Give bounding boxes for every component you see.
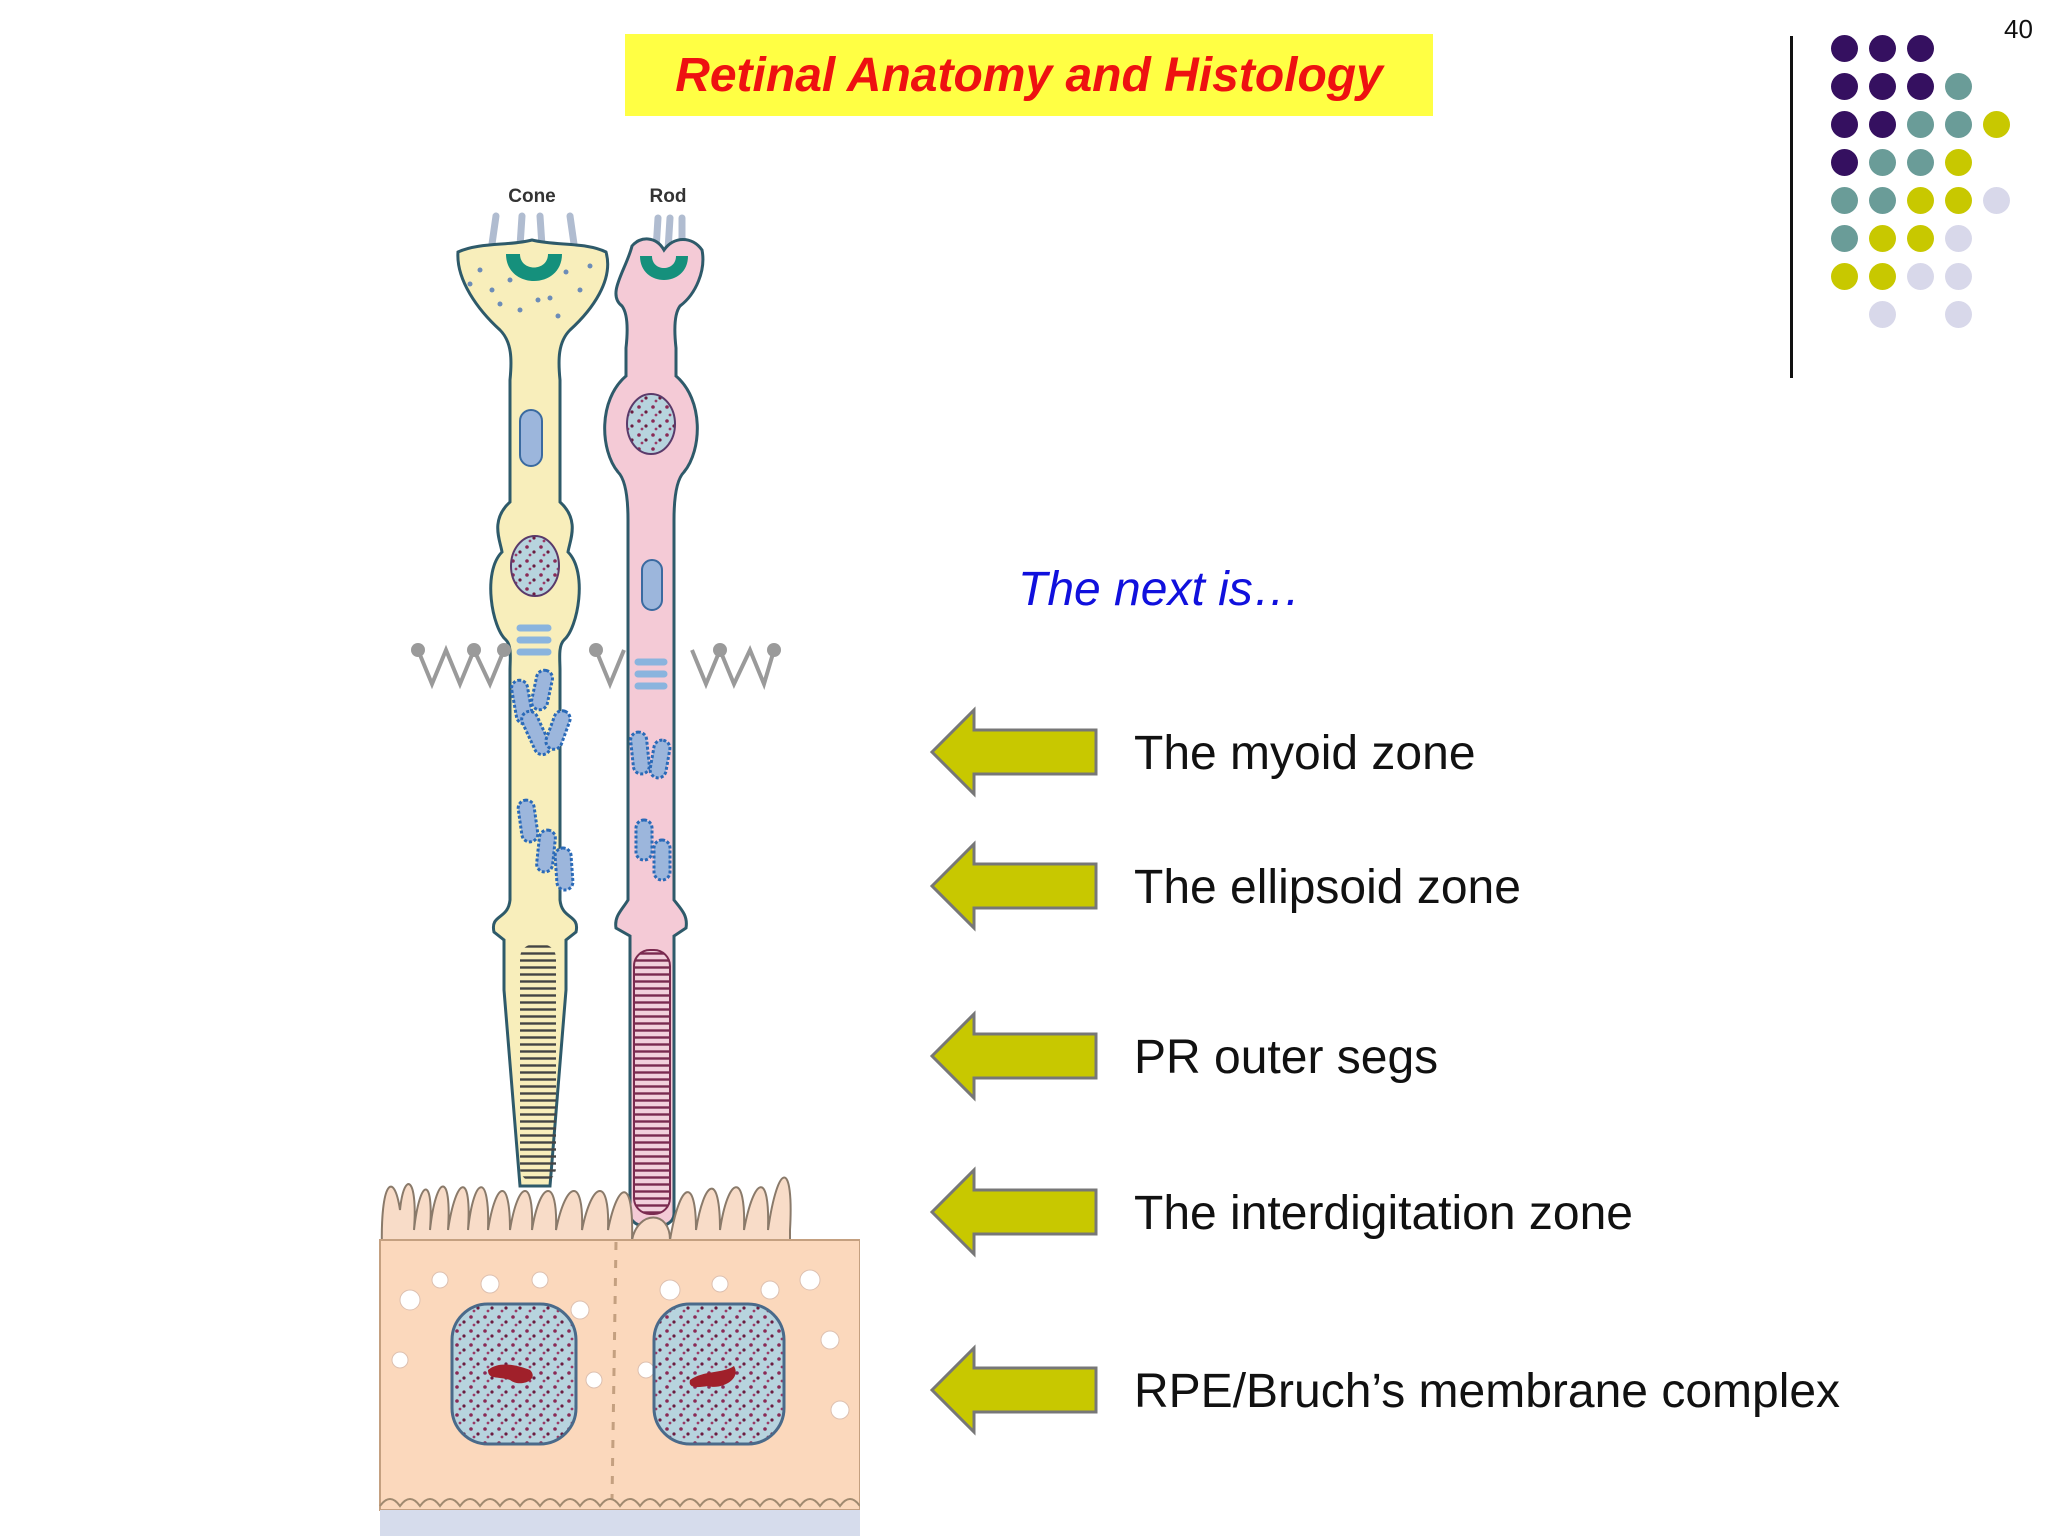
rod-ellipsoid-mitochondria: [629, 730, 672, 882]
answer-label: The myoid zone: [1134, 727, 1476, 780]
decorative-dot: [1983, 187, 2010, 214]
answer-row: The myoid zone: [928, 706, 2028, 798]
decorative-dot: [1945, 301, 1972, 328]
external-limiting-membrane: [416, 644, 776, 691]
decorative-dot: [1831, 73, 1858, 100]
decorative-dot: [1945, 263, 1972, 290]
decorative-dot: [1907, 35, 1934, 62]
answer-label: The ellipsoid zone: [1134, 861, 1521, 914]
decorative-dot: [1945, 187, 1972, 214]
cone-mitochondrion-top: [519, 409, 543, 467]
prompt-text: The next is…: [1018, 563, 1301, 616]
rod-nucleus: [626, 393, 676, 455]
decorative-dot: [1945, 73, 1972, 100]
decorative-dot: [1945, 225, 1972, 252]
decorative-dot: [1869, 35, 1896, 62]
decorative-dot: [1869, 111, 1896, 138]
rpe-nucleolus-right: [689, 1366, 736, 1388]
cone-ellipsoid-mitochondria: [510, 668, 575, 892]
left-arrow-icon: [929, 1010, 1098, 1102]
cone-label: Cone: [508, 186, 556, 207]
bruchs-membrane: [379, 1498, 860, 1508]
answer-row: PR outer segs: [928, 1010, 2028, 1102]
decorative-dot: [1869, 149, 1896, 176]
rpe-microvilli: [380, 1176, 792, 1251]
answer-row: The ellipsoid zone: [928, 840, 2028, 932]
answer-row: RPE/Bruch’s membrane complex: [928, 1344, 2028, 1436]
decorative-dot: [1831, 187, 1858, 214]
decorative-dot: [1869, 73, 1896, 100]
choroid-strip: [380, 1510, 860, 1536]
decorative-dot: [1945, 149, 1972, 176]
cone-outer-segment: [520, 944, 556, 1182]
cone-nucleus: [510, 535, 560, 597]
decorative-dot: [1869, 263, 1896, 290]
corner-divider-line: [1790, 36, 1793, 378]
rod-synaptic-ribbon: [640, 256, 688, 280]
decorative-dot: [1907, 111, 1934, 138]
left-arrow-icon: [929, 1344, 1098, 1436]
rod-myoid-lines: [634, 658, 668, 690]
decorative-dot: [1831, 35, 1858, 62]
rod-outer-segment: [633, 949, 671, 1215]
rpe-nucleolus-left: [488, 1364, 533, 1384]
decorative-dot: [1907, 149, 1934, 176]
photoreceptor-illustration: Cone Rod: [379, 186, 860, 1536]
answer-label: RPE/Bruch’s membrane complex: [1134, 1365, 1841, 1418]
cone-myoid-lines: [516, 624, 552, 656]
decorative-dot: [1907, 187, 1934, 214]
decorative-dot: [1831, 225, 1858, 252]
left-arrow-icon: [929, 706, 1098, 798]
answer-row: The interdigitation zone: [928, 1166, 2028, 1258]
slide-title: Retinal Anatomy and Histology: [675, 48, 1383, 102]
decorative-dot: [1831, 111, 1858, 138]
title-banner: Retinal Anatomy and Histology: [625, 34, 1433, 116]
rpe-cell-border: [610, 1241, 618, 1501]
decorative-dot: [1831, 149, 1858, 176]
cone-synaptic-ribbon: [506, 254, 562, 281]
decorative-dot: [1831, 263, 1858, 290]
decorative-dot: [1869, 225, 1896, 252]
page-number: 40: [2004, 14, 2033, 44]
answer-label: The interdigitation zone: [1134, 1187, 1633, 1240]
rod-label: Rod: [650, 186, 687, 207]
decorative-dot: [1983, 111, 2010, 138]
rpe-vacuoles: [391, 1269, 850, 1420]
left-arrow-icon: [929, 1166, 1098, 1258]
decorative-dot: [1907, 225, 1934, 252]
decorative-dot: [1869, 187, 1896, 214]
rod-cell-body: [603, 237, 705, 1229]
decorative-dot: [1907, 263, 1934, 290]
cone-dots: [467, 263, 593, 319]
answer-label: PR outer segs: [1134, 1031, 1439, 1084]
left-arrow-icon: [929, 840, 1098, 932]
decorative-dot: [1907, 73, 1934, 100]
rod-mitochondrion-top: [641, 559, 663, 611]
decorative-dot: [1945, 111, 1972, 138]
decorative-dot: [1869, 301, 1896, 328]
